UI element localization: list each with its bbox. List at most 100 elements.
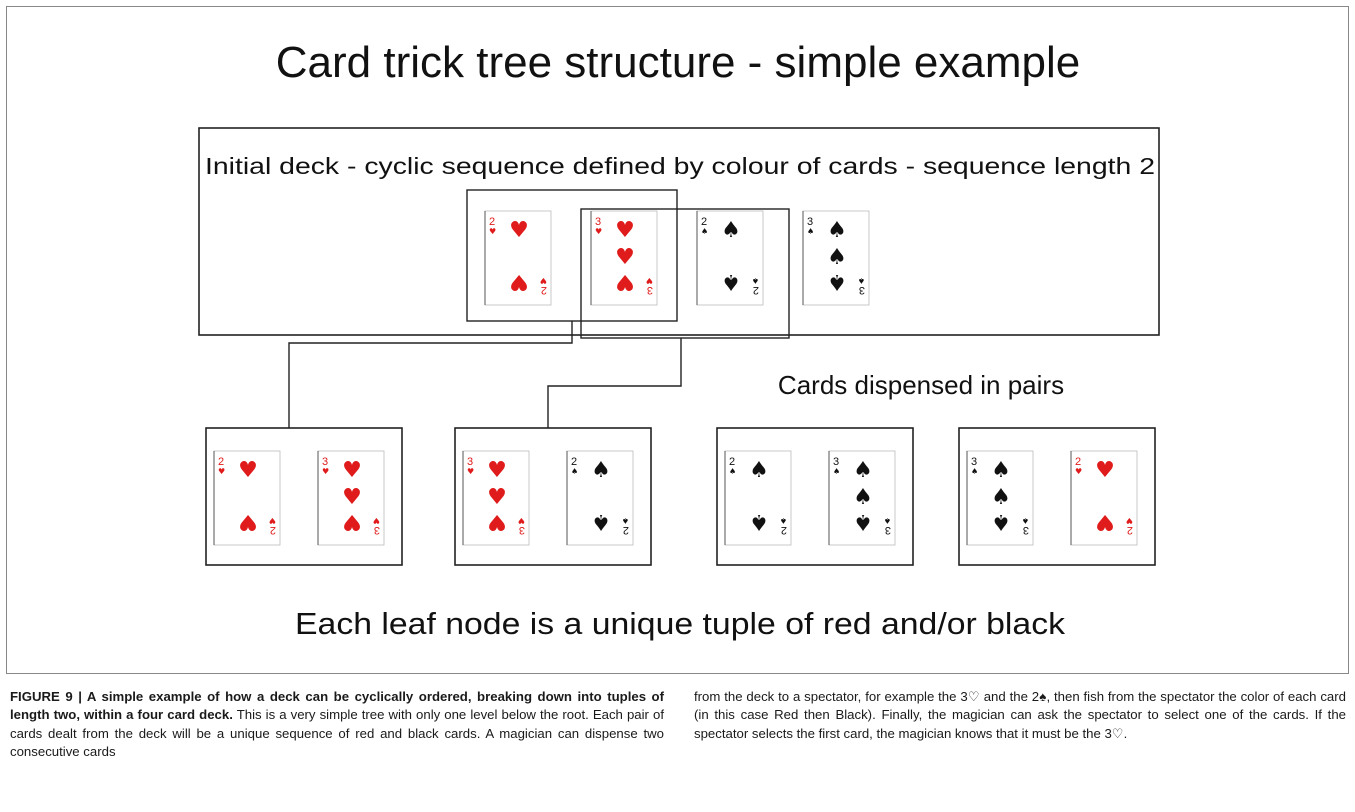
root-node [198,127,1160,336]
card-rank: 3 [374,524,380,536]
spade-pip-icon: ♠ [853,485,873,510]
card-index-suit: ♠ [701,227,708,236]
card-rank: 3 [322,456,328,468]
card-outline [724,450,792,546]
heart-pip-icon: ♥ [615,245,635,270]
heart-pip-icon: ♥ [487,509,507,534]
card-index-suit: ♠ [571,467,578,476]
spade-pip-icon: ♠ [827,269,847,294]
heart-pip-icon: ♥ [1095,509,1115,534]
card-outline [828,450,896,546]
card-rank: 2 [270,524,276,536]
card-outline [484,210,552,306]
deck-card: 2♥2♥♥♥ [484,210,552,306]
card-index-suit: ♠ [1022,516,1029,525]
card-index-suit: ♠ [780,516,787,525]
figure-frame: Card trick tree structure - simple examp… [6,6,1349,674]
leaf-card: 3♠3♠♠♠♠ [828,450,896,546]
card-rank: 2 [571,456,577,468]
leaf-node [205,427,403,566]
card-rank: 3 [519,524,525,536]
leaf-card: 3♥3♥♥♥♥ [317,450,385,546]
card-rank: 3 [885,524,891,536]
card-index-suit: ♥ [1075,467,1082,476]
card-index-bottom: 2♥ [269,516,276,536]
card-index-suit: ♥ [595,227,602,236]
heart-pip-icon: ♥ [615,218,635,243]
card-rank: 3 [833,456,839,468]
card-index-suit: ♠ [833,467,840,476]
card-index-bottom: 2♠ [622,516,629,536]
deck-card: 3♥3♥♥♥♥ [590,210,658,306]
card-index-bottom: 3♠ [1022,516,1029,536]
caption-figure-label: FIGURE 9 | A simple example of how a dec… [10,689,664,723]
card-rank: 3 [1023,524,1029,536]
heart-pip-icon: ♥ [509,218,529,243]
card-rank: 2 [623,524,629,536]
caption-body-left: This is a very simple tree with only one… [10,707,664,760]
leaf-card: 2♠2♠♠♠ [566,450,634,546]
card-index-suit: ♥ [540,276,547,285]
card-index-suit: ♠ [971,467,978,476]
card-rank: 2 [489,216,495,228]
card-rank: 2 [753,284,759,296]
pairs-label: Cards dispensed in pairs [778,370,1064,400]
leaf-nodes: 2♥2♥♥♥3♥3♥♥♥♥3♥3♥♥♥♥2♠2♠♠♠2♠2♠♠♠3♠3♠♠♠♠3… [205,427,1156,566]
card-outline [317,450,385,546]
card-index-suit: ♥ [322,467,329,476]
card-rank: 3 [807,216,813,228]
card-outline [696,210,764,306]
leaf-card: 3♠3♠♠♠♠ [966,450,1034,546]
card-index-bottom: 3♥ [373,516,380,536]
card-index-bottom: 2♥ [540,276,547,296]
card-index-suit: ♥ [489,227,496,236]
diagram-title: Card trick tree structure - simple examp… [276,38,1080,87]
card-index-bottom: 3♠ [884,516,891,536]
heart-pip-icon: ♥ [342,485,362,510]
heart-pip-icon: ♥ [487,458,507,483]
deck-card: 3♠3♠♠♠♠ [802,210,870,306]
card-rank: 2 [218,456,224,468]
spade-pip-icon: ♠ [991,509,1011,534]
leaf-card: 3♥3♥♥♥♥ [462,450,530,546]
spade-pip-icon: ♠ [591,509,611,534]
deck-cards: 2♥2♥♥♥3♥3♥♥♥♥2♠2♠♠♠3♠3♠♠♠♠ [484,210,870,306]
card-index-suit: ♥ [646,276,653,285]
card-outline [966,450,1034,546]
leaf-card: 2♥2♥♥♥ [1070,450,1138,546]
card-index-bottom: 3♠ [858,276,865,296]
caption-body-right: from the deck to a spectator, for exampl… [694,689,1346,741]
card-rank: 2 [1075,456,1081,468]
spade-pip-icon: ♠ [991,485,1011,510]
heart-pip-icon: ♥ [509,269,529,294]
card-rank: 2 [541,284,547,296]
card-index-suit: ♥ [269,516,276,525]
spade-pip-icon: ♠ [991,458,1011,483]
card-index-suit: ♠ [729,467,736,476]
card-index-suit: ♥ [218,467,225,476]
leaf-node [716,427,914,566]
spade-pip-icon: ♠ [721,269,741,294]
caption-left-column: FIGURE 9 | A simple example of how a dec… [10,688,664,762]
spade-pip-icon: ♠ [721,218,741,243]
edge-to-leaf-1 [288,321,573,428]
card-index-suit: ♠ [858,276,865,285]
card-outline [213,450,281,546]
card-index-bottom: 3♥ [518,516,525,536]
heart-pip-icon: ♥ [487,485,507,510]
card-index-bottom: 2♠ [780,516,787,536]
spade-pip-icon: ♠ [591,458,611,483]
spade-pip-icon: ♠ [853,509,873,534]
card-rank: 2 [1127,524,1133,536]
leaf-card: 2♥2♥♥♥ [213,450,281,546]
card-index-suit: ♠ [752,276,759,285]
card-outline [590,210,658,306]
heart-pip-icon: ♥ [238,509,258,534]
card-index-bottom: 3♥ [646,276,653,296]
card-outline [802,210,870,306]
card-index-suit: ♠ [622,516,629,525]
heart-pip-icon: ♥ [342,509,362,534]
spade-pip-icon: ♠ [749,458,769,483]
heart-pip-icon: ♥ [1095,458,1115,483]
footer-label: Each leaf node is a unique tuple of red … [295,606,1066,641]
